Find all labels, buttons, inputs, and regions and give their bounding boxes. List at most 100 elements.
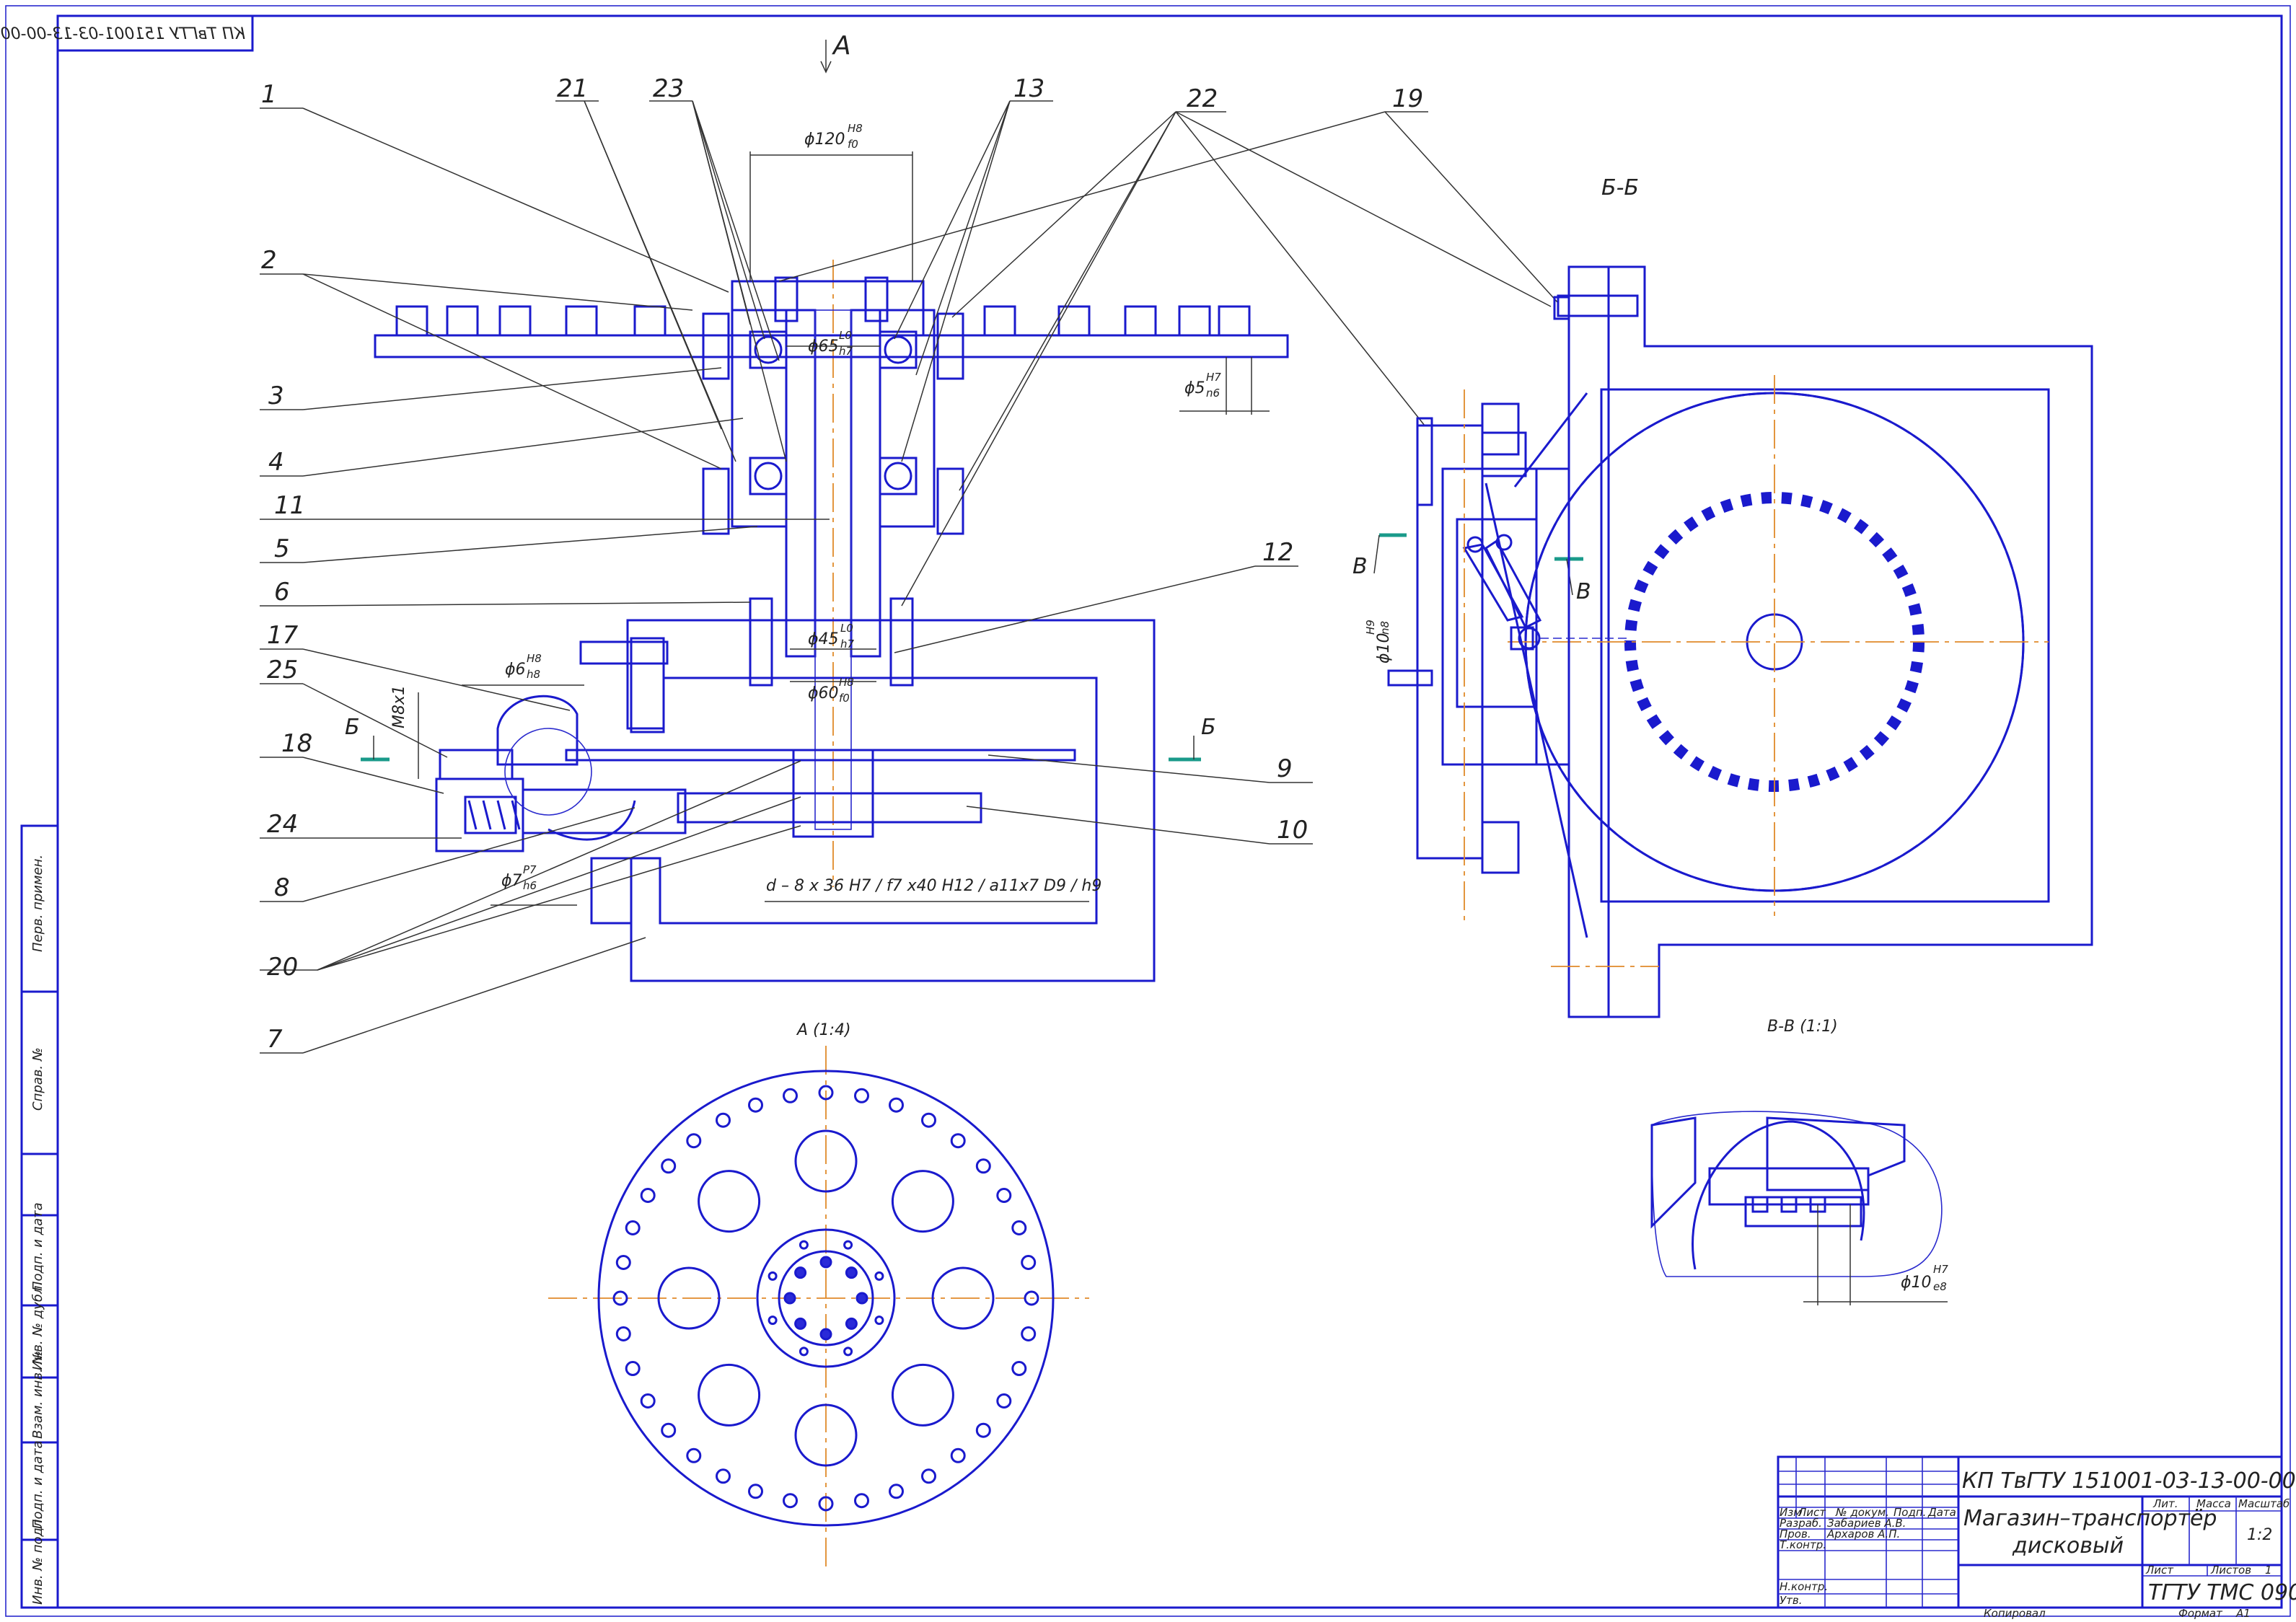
side-perv-primen: Перв. примен. <box>30 855 45 952</box>
side-sprav: Справ. № <box>30 1047 45 1111</box>
outer-hole <box>615 1326 631 1341</box>
outer-hole <box>818 1496 834 1512</box>
dim-d10b-fit-top: H7 <box>1933 1263 1948 1276</box>
outer-hole <box>783 1493 798 1509</box>
dim-d7-fit-bottom: h6 <box>523 879 537 892</box>
dim-d45: ϕ45 <box>808 630 839 648</box>
mirrored-designation-text: КП ТвГТУ 151001-03-13-00-00 СБ <box>0 25 245 43</box>
outer-hole <box>640 1393 656 1409</box>
tb-lit: Лит. <box>2152 1497 2178 1510</box>
dim-d60-fit-bottom: f0 <box>839 692 850 705</box>
tb-col-doc: № докум. <box>1835 1506 1889 1519</box>
label-25: 25 <box>267 656 298 684</box>
outer-hole <box>854 1493 869 1509</box>
big-hole <box>891 1170 954 1233</box>
label-1: 1 <box>261 80 277 109</box>
outer-hole <box>625 1361 641 1376</box>
tb-scale-value: 1:2 <box>2247 1526 2272 1544</box>
hub-hole <box>794 1266 807 1279</box>
arrow-a-letter: А <box>832 31 851 61</box>
outer-hole-ring <box>612 1085 1039 1512</box>
tb-name-1: Магазин–транспортёр <box>1963 1506 2217 1531</box>
side-inv-podl: Инв. № подл. <box>30 1515 45 1605</box>
label-22: 22 <box>1187 84 1218 113</box>
outer-hole <box>661 1158 677 1174</box>
label-4: 4 <box>268 448 284 477</box>
outer-hole <box>889 1484 904 1499</box>
side-strip: Перв. примен. Справ. № Подп. и дата Инв.… <box>20 824 59 1609</box>
outer-hole <box>996 1188 1012 1203</box>
tb-razrab-name: Забариев А.В. <box>1827 1517 1906 1530</box>
view-markers: А Б Б Б-Б В В А (1:4) В-В (1:1) <box>345 31 1838 1039</box>
hub-hole <box>855 1292 868 1305</box>
section-bb-view: ϕ10 H9 n8 <box>1364 265 2093 1018</box>
dim-d6-fit-bottom: h8 <box>527 668 540 681</box>
outer-hole <box>996 1393 1012 1409</box>
outer-hole <box>615 1255 631 1270</box>
dim-d6: ϕ6 <box>505 661 526 679</box>
hub-bolt-hole <box>767 1271 778 1281</box>
big-hole <box>698 1363 761 1427</box>
hub-hole <box>845 1266 858 1279</box>
outer-hole <box>950 1447 966 1463</box>
outer-hole <box>921 1112 936 1128</box>
sheet-frame <box>5 5 2291 1617</box>
outer-hole <box>686 1447 702 1463</box>
dim-d45-fit-top: L0 <box>840 622 853 635</box>
big-hole <box>794 1129 858 1193</box>
tb-masshtab: Масштаб <box>2238 1497 2290 1510</box>
cut-v-right: В <box>1576 579 1591 604</box>
hub-bolt-hole <box>799 1346 809 1357</box>
outer-hole <box>1021 1326 1037 1341</box>
label-6: 6 <box>274 578 290 607</box>
dim-d10: ϕ10 <box>1375 633 1393 664</box>
tb-format-value: А1 <box>2235 1607 2251 1620</box>
tb-row-nkontr: Н.контр. <box>1780 1580 1828 1593</box>
dim-d10b: ϕ10 <box>1901 1274 1932 1292</box>
label-13: 13 <box>1013 74 1044 103</box>
label-11: 11 <box>274 491 305 520</box>
hub-holes <box>767 1240 884 1357</box>
dim-d7-fit-top: P7 <box>523 863 537 876</box>
dim-d10-fit-bottom: n8 <box>1378 621 1391 635</box>
label-20: 20 <box>267 953 298 982</box>
big-hole <box>931 1266 995 1330</box>
label-3: 3 <box>268 382 284 410</box>
section-vv-title: В-В (1:1) <box>1767 1018 1838 1036</box>
big-hole <box>891 1363 954 1427</box>
outer-hole <box>748 1097 763 1113</box>
tb-kopiroval: Копировал <box>1984 1607 2046 1620</box>
outer-hole <box>612 1290 628 1306</box>
side-podp-data-2: Подп. и дата <box>30 1440 45 1529</box>
dim-d120-fit-bottom: f0 <box>848 138 858 151</box>
dim-d10-fit-top: H9 <box>1364 620 1377 635</box>
outer-hole <box>975 1158 991 1174</box>
view-a-title: А (1:4) <box>796 1021 851 1039</box>
outer-hole <box>889 1097 904 1113</box>
hub-bolt-hole <box>874 1271 884 1281</box>
dim-d65: ϕ65 <box>808 338 839 356</box>
outer-hole <box>716 1112 731 1128</box>
dim-d5: ϕ5 <box>1184 379 1205 397</box>
tb-designation: КП ТвГТУ 151001-03-13-00-00 СБ <box>1962 1468 2296 1494</box>
tb-col-izm: Изм <box>1780 1506 1802 1519</box>
outer-hole <box>748 1484 763 1499</box>
dim-d60: ϕ60 <box>808 684 839 702</box>
tb-row-prov: Пров. <box>1780 1528 1811 1541</box>
big-hole <box>657 1266 721 1330</box>
label-8: 8 <box>274 873 290 902</box>
hub-hole <box>783 1292 796 1305</box>
label-5: 5 <box>274 534 290 563</box>
tb-listov-value: 1 <box>2265 1564 2272 1577</box>
dim-d65-fit-top: L0 <box>839 329 852 342</box>
outer-hole <box>686 1133 702 1149</box>
section-vv-view: ϕ10 H7 e8 <box>1650 1111 1948 1305</box>
title-block: КП ТвГТУ 151001-03-13-00-00 СБ Магазин–т… <box>1777 1455 2296 1620</box>
tb-prov-name: Архаров А.П. <box>1826 1528 1900 1541</box>
cut-v-left: В <box>1352 554 1368 579</box>
outer-hole <box>1011 1361 1027 1376</box>
dim-spline: d – 8 x 36 H7 / f7 x40 H12 / a11x7 D9 / … <box>766 877 1101 895</box>
plate-bolts <box>702 312 964 535</box>
dim-d7: ϕ7 <box>501 872 522 890</box>
label-19: 19 <box>1392 84 1423 113</box>
